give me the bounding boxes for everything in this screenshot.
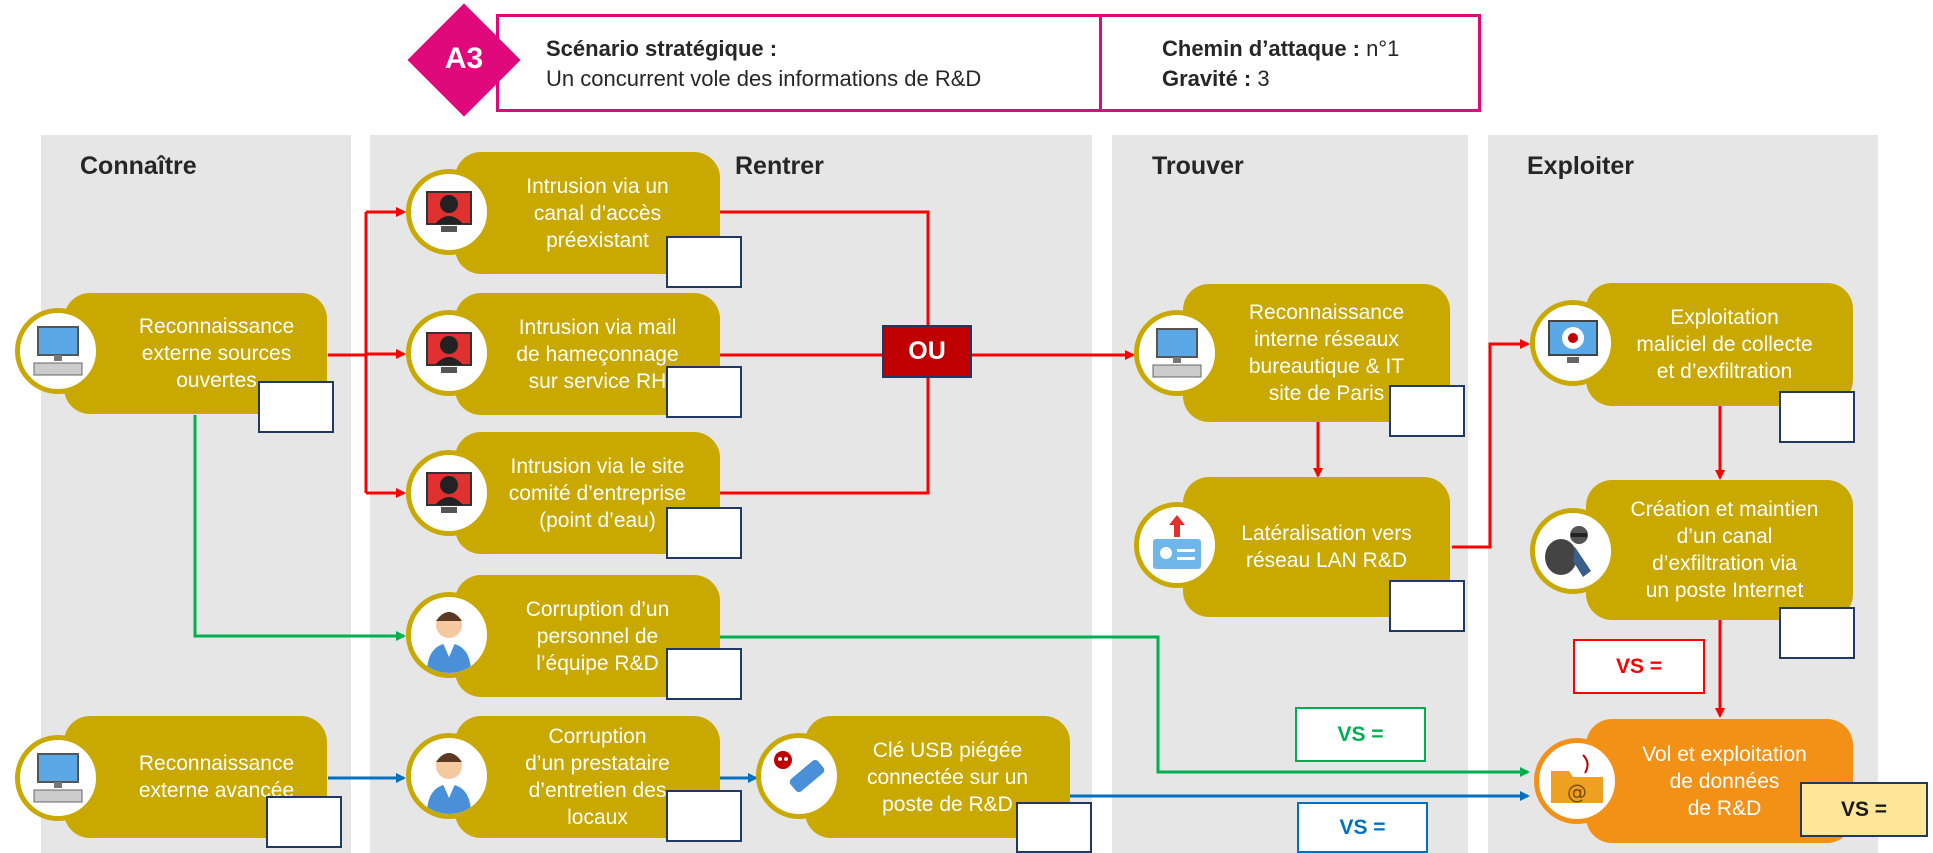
node-line: ouvertes — [176, 369, 257, 392]
node-line: l’équipe R&D — [536, 651, 659, 675]
scenario-label: Scénario stratégique : — [546, 36, 778, 61]
node-line: comité d’entreprise — [508, 481, 687, 505]
node-line: Reconnaissance — [138, 315, 295, 338]
node-line: et d’exfiltration — [1656, 360, 1793, 383]
vs-label-green: VS = — [1295, 707, 1426, 762]
red-connectors — [328, 207, 1725, 718]
node-exfil-channel[interactable]: Création et maintien d’un canal d’exfilt… — [1586, 480, 1853, 620]
node-line: canal d’accès — [533, 201, 662, 225]
node-line: réseau LAN R&D — [1245, 549, 1408, 572]
column-title-connaitre: Connaître — [80, 152, 197, 180]
vs-label-blue: VS = — [1297, 802, 1428, 853]
node-line: d’exfiltration via — [1652, 552, 1797, 575]
score-box[interactable] — [666, 236, 742, 288]
node-line: un poste Internet — [1645, 579, 1804, 602]
node-line: Création et maintien — [1630, 498, 1819, 521]
person-icon — [406, 592, 492, 678]
node-line: externe avancée — [138, 779, 295, 802]
computer-icon — [15, 308, 101, 394]
computer-icon — [1134, 310, 1220, 396]
node-line: de hameçonnage — [516, 342, 679, 366]
attack-path-value: n°1 — [1366, 36, 1400, 61]
node-line: Intrusion via mail — [518, 315, 677, 339]
node-line: Reconnaissance — [138, 752, 295, 775]
node-corruption-staff[interactable]: Corruption d’un personnel de l’équipe R&… — [455, 575, 720, 697]
score-box[interactable] — [666, 648, 742, 700]
node-line: Intrusion via le site — [510, 454, 685, 478]
node-line: Reconnaissance — [1248, 301, 1405, 324]
node-line: d’entretien des — [528, 779, 667, 802]
node-corruption-provider[interactable]: Corruption d’un prestataire d’entretien … — [455, 716, 720, 838]
node-line: bureautique & IT — [1248, 355, 1405, 378]
score-box[interactable] — [266, 796, 342, 848]
attack-path-info: Chemin d’attaque : n°1 Gravité : 3 — [1162, 34, 1399, 94]
node-lateralisation[interactable]: Latéralisation vers réseau LAN R&D — [1183, 477, 1450, 617]
svg-text:@: @ — [1567, 780, 1587, 804]
vs-label-final: VS = — [1800, 782, 1928, 837]
or-operator: OU — [882, 325, 972, 378]
node-line: sur service RH — [528, 369, 667, 393]
node-line: Corruption d’un — [525, 597, 670, 621]
hacker-icon — [406, 450, 492, 536]
node-line: interne réseaux — [1254, 328, 1399, 351]
scenario-header — [496, 14, 1481, 112]
score-box[interactable] — [258, 381, 334, 433]
node-malware[interactable]: Exploitation maliciel de collecte et d’e… — [1586, 283, 1853, 406]
score-box[interactable] — [666, 507, 742, 559]
node-line: Corruption — [548, 725, 647, 748]
node-line: préexistant — [546, 228, 649, 252]
severity-label: Gravité : — [1162, 66, 1252, 91]
score-box[interactable] — [1389, 580, 1465, 632]
score-box[interactable] — [666, 366, 742, 418]
node-line: Intrusion via un — [526, 174, 669, 198]
node-line: Clé USB piégée — [872, 738, 1023, 762]
email-folder-icon: @ — [1534, 738, 1620, 824]
node-line: maliciel de collecte — [1636, 333, 1813, 356]
column-title-rentrer: Rentrer — [735, 152, 824, 180]
node-line: externe sources — [141, 342, 292, 365]
node-data-theft[interactable]: Vol et exploitation de données de R&D — [1586, 719, 1853, 843]
node-line: locaux — [567, 806, 628, 829]
computer-icon — [15, 735, 101, 821]
hacker-icon — [406, 310, 492, 396]
severity-value: 3 — [1257, 66, 1270, 91]
score-box[interactable] — [1779, 607, 1855, 659]
bug-monitor-icon — [1530, 300, 1616, 386]
header-divider — [1099, 14, 1102, 112]
score-box[interactable] — [1016, 802, 1092, 853]
scenario-badge-label: A3 — [444, 42, 484, 75]
node-usb-key[interactable]: Clé USB piégée connectée sur un poste de… — [805, 716, 1070, 838]
node-line: Exploitation — [1670, 306, 1779, 329]
node-line: d’un prestataire — [525, 752, 670, 775]
score-box[interactable] — [1389, 385, 1465, 437]
score-box[interactable] — [666, 790, 742, 842]
score-box[interactable] — [1779, 391, 1855, 443]
node-line: site de Paris — [1268, 382, 1385, 405]
vs-label-red: VS = — [1573, 639, 1705, 694]
node-line: de données — [1669, 769, 1780, 793]
node-line: connectée sur un — [866, 765, 1029, 789]
scenario-text: Un concurrent vole des informations de R… — [546, 66, 982, 91]
node-line: poste de R&D — [882, 792, 1013, 816]
node-line: d’un canal — [1676, 525, 1773, 548]
node-line: (point d’eau) — [539, 508, 656, 532]
person-icon — [406, 733, 492, 819]
attack-path-label: Chemin d’attaque : — [1162, 36, 1361, 61]
badge-icon — [1134, 502, 1220, 588]
node-line: Vol et exploitation — [1642, 742, 1807, 766]
thief-icon — [1530, 508, 1616, 594]
column-title-exploiter: Exploiter — [1527, 152, 1634, 180]
usb-skull-icon — [756, 733, 842, 819]
hacker-icon — [406, 169, 492, 255]
green-connectors — [193, 415, 1530, 777]
node-line: de R&D — [1687, 796, 1762, 820]
blue-connectors — [328, 773, 1530, 801]
scenario-title: Scénario stratégique : Un concurrent vol… — [546, 34, 981, 94]
node-line: personnel de — [536, 624, 659, 648]
node-line: Latéralisation vers — [1241, 522, 1412, 545]
column-title-trouver: Trouver — [1152, 152, 1244, 180]
